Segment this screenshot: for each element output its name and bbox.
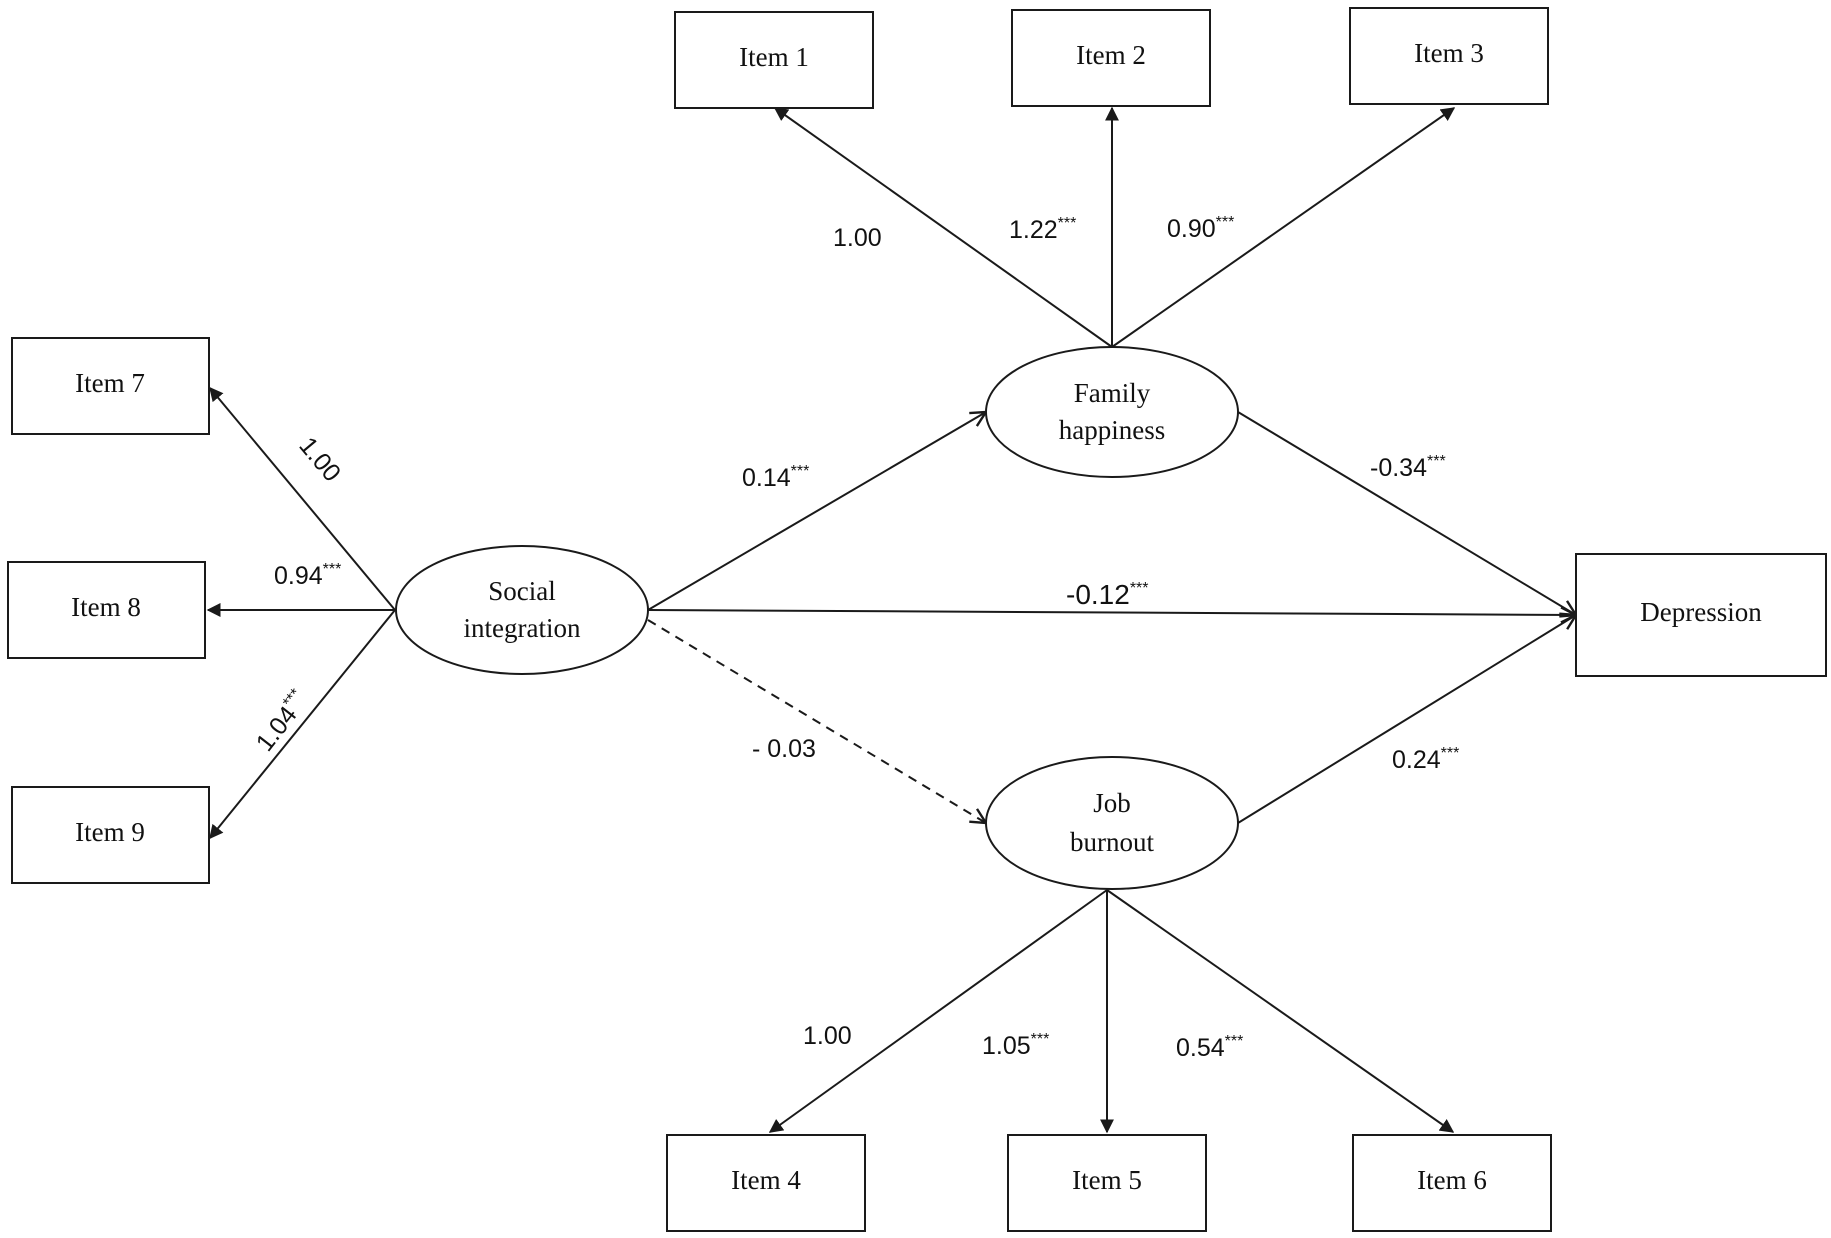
item7-node: Item 7 [11, 337, 210, 435]
item3-label: Item 3 [1414, 38, 1484, 68]
coef-jb-item5: 1.05*** [982, 1031, 1049, 1060]
item2-node: Item 2 [1011, 9, 1211, 107]
coef-si-jb: - 0.03 [752, 735, 816, 763]
path-lines [206, 106, 1576, 1134]
family-happiness-label-line2: happiness [1059, 415, 1165, 445]
item8-node: Item 8 [7, 561, 206, 659]
item5-node: Item 5 [1007, 1134, 1207, 1232]
coef-fh-dep: -0.34*** [1370, 453, 1446, 482]
arrow-fh-item1 [773, 107, 1113, 348]
coef-jb-dep: 0.24*** [1392, 745, 1459, 774]
family-happiness-label-line1: Family [1074, 378, 1151, 408]
item2-label: Item 2 [1076, 40, 1146, 70]
coef-jb-item6: 0.54*** [1176, 1033, 1243, 1062]
arrow-si-item9 [209, 609, 396, 840]
item6-label: Item 6 [1417, 1165, 1487, 1195]
coef-si-dep: -0.12*** [1066, 579, 1149, 610]
arrow-si-dep [647, 610, 1576, 615]
arrow-jb-item6 [1106, 889, 1455, 1133]
family-happiness-node: Family happiness [985, 346, 1239, 478]
item1-label: Item 1 [739, 42, 809, 72]
arrow-si-fh [647, 412, 986, 611]
arrow-jb-item4 [768, 889, 1108, 1133]
social-integration-label-line1: Social [488, 576, 556, 606]
depression-node: Depression [1575, 553, 1827, 677]
observed-variables: Item 1 Item 2 Item 3 Item 7 Item 8 Item … [7, 7, 1827, 1232]
item9-node: Item 9 [11, 786, 210, 884]
coef-jb-item4: 1.00 [803, 1022, 852, 1050]
arrow-fh-item3 [1111, 107, 1456, 348]
social-integration-node: Social integration [395, 545, 649, 675]
item5-label: Item 5 [1072, 1165, 1142, 1195]
item1-node: Item 1 [674, 11, 874, 109]
item4-label: Item 4 [731, 1165, 801, 1195]
coef-si-fh: 0.14*** [742, 463, 809, 492]
job-burnout-node: Job burnout [985, 756, 1239, 890]
item3-node: Item 3 [1349, 7, 1549, 105]
coef-si-item7: 1.00 [293, 432, 346, 487]
item6-node: Item 6 [1352, 1134, 1552, 1232]
item8-label: Item 8 [71, 592, 141, 622]
arrow-fh-dep [1237, 411, 1576, 615]
latent-variables: Social integration Family happiness Job … [395, 346, 1239, 890]
item7-label: Item 7 [75, 368, 145, 398]
coef-fh-item2: 1.22*** [1009, 215, 1076, 244]
job-burnout-label-line1: Job [1093, 788, 1131, 818]
arrow-si-jb [647, 619, 986, 823]
depression-label: Depression [1640, 597, 1762, 627]
item4-node: Item 4 [666, 1134, 866, 1232]
coef-si-item8: 0.94*** [274, 561, 341, 590]
social-integration-label-line2: integration [464, 613, 581, 643]
job-burnout-label-line2: burnout [1070, 827, 1154, 857]
item9-label: Item 9 [75, 817, 145, 847]
arrow-si-item7 [209, 386, 396, 611]
coef-fh-item3: 0.90*** [1167, 214, 1234, 243]
coef-fh-item1: 1.00 [833, 224, 882, 252]
arrow-jb-dep [1237, 615, 1576, 824]
